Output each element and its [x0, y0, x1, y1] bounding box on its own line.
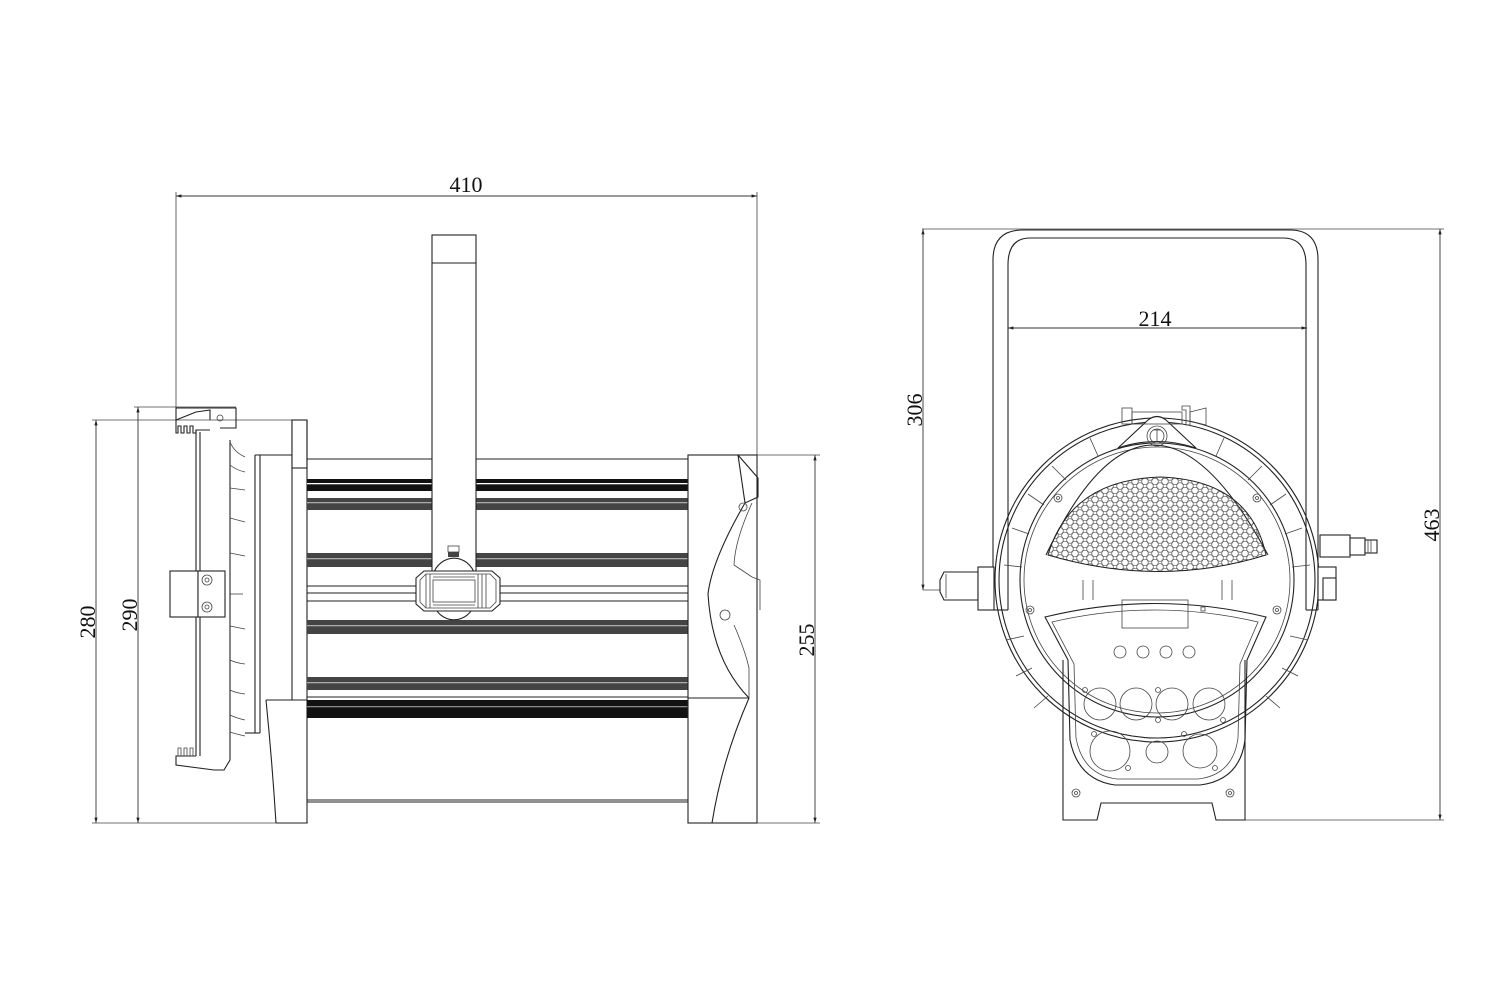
dimension-label-290: 290	[117, 599, 142, 632]
yoke-lock-knob	[415, 557, 501, 621]
connectors-top-row	[1082, 687, 1226, 723]
rear-housing	[687, 454, 761, 824]
control-buttons	[1113, 645, 1196, 659]
dimension-label-410: 410	[450, 172, 483, 197]
dimension-overall-length: 410	[175, 172, 758, 470]
rear-control-panel	[1025, 580, 1282, 821]
dimension-label-214: 214	[1139, 306, 1172, 331]
side-view: 410 280 290 255	[75, 172, 820, 824]
led-hex-array	[1045, 444, 1269, 572]
top-bracket	[1117, 405, 1207, 449]
dimension-yoke-width: 214	[1008, 306, 1308, 331]
right-side-connector	[1317, 534, 1378, 601]
main-body	[307, 458, 688, 803]
dimension-label-463: 463	[1419, 509, 1444, 542]
display-window	[1121, 599, 1189, 629]
dimension-label-255: 255	[794, 624, 819, 657]
connectors-bottom-row	[1089, 730, 1218, 772]
dimension-height-280: 280	[75, 419, 308, 824]
side-clamp	[169, 570, 243, 618]
cooling-fins	[229, 441, 246, 737]
front-view: 463 306 214	[902, 228, 1444, 821]
front-gel-frame	[169, 407, 246, 771]
dimension-label-306: 306	[902, 394, 927, 427]
lens-barrel	[245, 419, 308, 824]
dimension-overall-height: 463	[922, 228, 1444, 821]
dimension-height-290: 290	[117, 406, 236, 823]
left-side-connector	[939, 566, 995, 611]
front-ring	[994, 417, 1320, 743]
dimension-yoke-height: 306	[902, 229, 940, 591]
dimension-height-255: 255	[712, 454, 820, 824]
dimension-label-280: 280	[75, 606, 100, 639]
yoke-arm	[431, 234, 477, 586]
